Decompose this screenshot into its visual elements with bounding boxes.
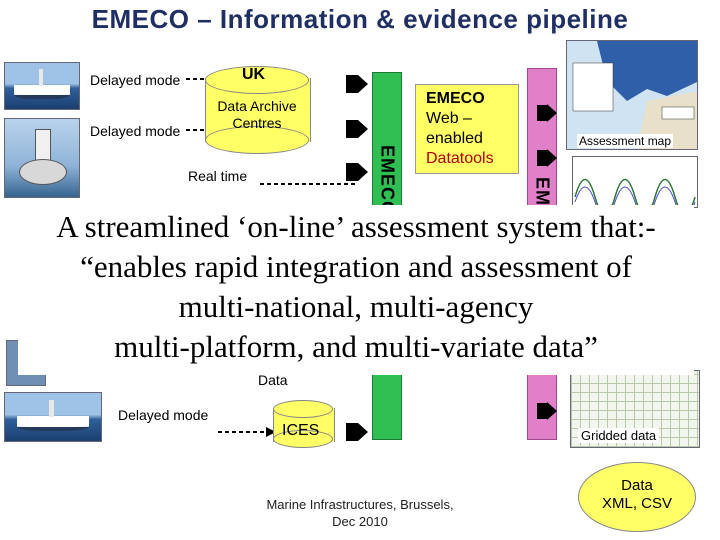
ices-cylinder — [273, 400, 335, 450]
summary-overlay: A streamlined ‘on-line’ assessment syste… — [18, 205, 694, 375]
assessment-map-image — [566, 40, 698, 150]
time-series-chart-image — [572, 156, 698, 208]
uk-label: UK — [242, 66, 266, 83]
delayed-mode-label-3: Delayed mode — [118, 407, 209, 423]
arrow-out-2 — [537, 150, 547, 166]
arrow-head-4 — [358, 423, 368, 441]
web-tools-line-4: Datatools — [426, 150, 494, 167]
arrow-out-head-1 — [547, 104, 557, 122]
data-formats-line-1: Data — [621, 477, 653, 494]
web-tools-line-2: Web – — [426, 110, 472, 127]
assessment-map-label: Assessment map — [577, 134, 674, 148]
web-tools-line-3: enabled — [426, 130, 483, 147]
delayed-mode-label-2: Delayed mode — [90, 123, 181, 139]
arrow-into-emeco-4 — [346, 423, 358, 441]
data-archive-centres-label: Data Archive Centres — [217, 98, 297, 131]
arrow-out-1 — [537, 105, 547, 121]
footer-line-1: Marine Infrastructures, Brussels, — [266, 497, 454, 512]
data-formats-ellipse: Data XML, CSV — [578, 462, 696, 532]
web-tools-line-1: EMECO — [426, 90, 485, 107]
overlay-line-2: “enables rapid integration and assessmen… — [80, 249, 632, 284]
arrow-head-1 — [358, 75, 368, 93]
ices-label: ICES — [282, 422, 320, 439]
overlay-line-4: multi-platform, and multi-variate data” — [114, 329, 598, 364]
buoy-image — [4, 118, 80, 198]
arrow-out-head-3 — [547, 402, 557, 420]
arrow-into-emeco-1 — [346, 75, 358, 93]
emeco-web-label: EM — [532, 177, 553, 206]
emeco-database-label: EMECO — [377, 145, 398, 217]
gridded-data-label: Gridded data — [578, 428, 660, 443]
delayed-mode-label-1: Delayed mode — [90, 72, 181, 88]
research-vessel-image-2 — [4, 392, 102, 442]
arrow-out-3 — [537, 403, 547, 419]
arrow-into-emeco-2 — [346, 120, 358, 138]
real-time-label: Real time — [188, 168, 248, 184]
arrow-head-2 — [358, 120, 368, 138]
arrow-head-3 — [358, 163, 368, 181]
overlay-line-1: A streamlined ‘on-line’ assessment syste… — [56, 209, 656, 244]
page-title: EMECO – Information & evidence pipeline — [91, 4, 629, 34]
data-formats-line-2: XML, CSV — [601, 495, 673, 512]
arrow-into-emeco-3 — [346, 163, 358, 181]
web-datatools-box: EMECO Web – enabled Datatools — [415, 84, 519, 174]
overlay-line-3: multi-national, multi-agency — [178, 289, 534, 324]
data-label-partial: Data — [258, 372, 288, 388]
footer-text: Marine Infrastructures, Brussels, Dec 20… — [240, 496, 480, 530]
footer-line-2: Dec 2010 — [332, 514, 388, 529]
arrow-out-head-2 — [547, 149, 557, 167]
research-vessel-image-1 — [4, 62, 80, 110]
data-archive-centres-cylinder — [205, 66, 311, 156]
